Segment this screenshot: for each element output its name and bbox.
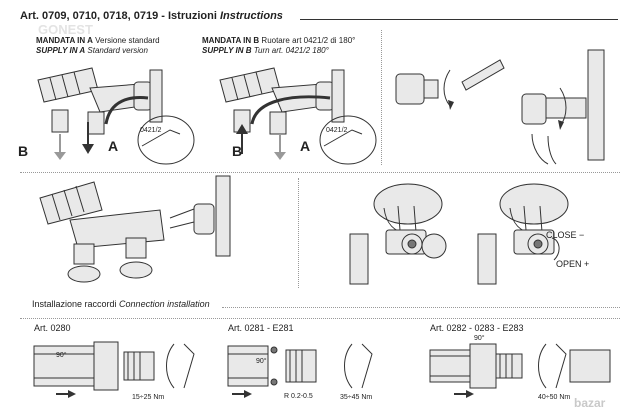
art-label-0280: Art. 0280 [34, 323, 71, 333]
fitting-diagram-0280 [33, 341, 195, 398]
valve-open-close-diagram [349, 183, 569, 285]
divider-v1 [381, 30, 382, 165]
watermark-bottom: bazar [574, 396, 606, 410]
panel-a-caption: MANDATA IN A Versione standard SUPPLY IN… [36, 36, 160, 55]
label-a-a: A [108, 138, 119, 154]
divider-h2 [20, 318, 620, 319]
gap-0281: R 0.2-0.5 [284, 393, 313, 400]
torque-0282: 40÷50 Nm [538, 394, 571, 401]
angle-0280: 90° [56, 352, 67, 359]
torque-0281: 35÷45 Nm [340, 394, 373, 401]
valve-diagram-a [37, 67, 195, 165]
title-italic: Instructions [219, 10, 283, 22]
fitting-diagram-0282 [429, 343, 611, 398]
divider-v2 [298, 178, 299, 288]
open-label: OPEN + [556, 259, 590, 269]
art-label-0281: Art. 0281 - E281 [228, 323, 294, 333]
installation-rule [222, 307, 620, 308]
label-b-b: B [232, 143, 243, 159]
callout-a: 0421/2 [140, 127, 162, 134]
panel-b-caption: MANDATA IN B Ruotare art 0421/2 di 180° … [202, 36, 356, 55]
divider-h1 [20, 172, 620, 173]
valve-tailpiece-diagram [39, 175, 231, 283]
title-rule [300, 19, 618, 20]
angle-0281: 90° [256, 358, 267, 365]
installation-title: Installazione raccordi Connection instal… [32, 299, 210, 309]
fitting-diagram-0281 [227, 343, 373, 398]
valve-diagram-b [219, 67, 377, 165]
label-b-a: B [18, 143, 29, 159]
torque-0280: 15÷25 Nm [132, 394, 165, 401]
title-main: Art. 0709, 0710, 0718, 0719 - Istruzioni [20, 10, 220, 22]
art-label-0282: Art. 0282 - 0283 - E283 [430, 323, 524, 333]
label-a-b: A [300, 138, 311, 154]
angle-0282: 90° [474, 335, 485, 342]
close-label: CLOSE − [546, 230, 585, 240]
callout-b: 0421/2 [326, 127, 348, 134]
watermark-top: GONEST [38, 22, 93, 37]
fitting-exploded-diagram [395, 49, 605, 165]
document-title: Art. 0709, 0710, 0718, 0719 - Istruzioni… [20, 10, 283, 22]
